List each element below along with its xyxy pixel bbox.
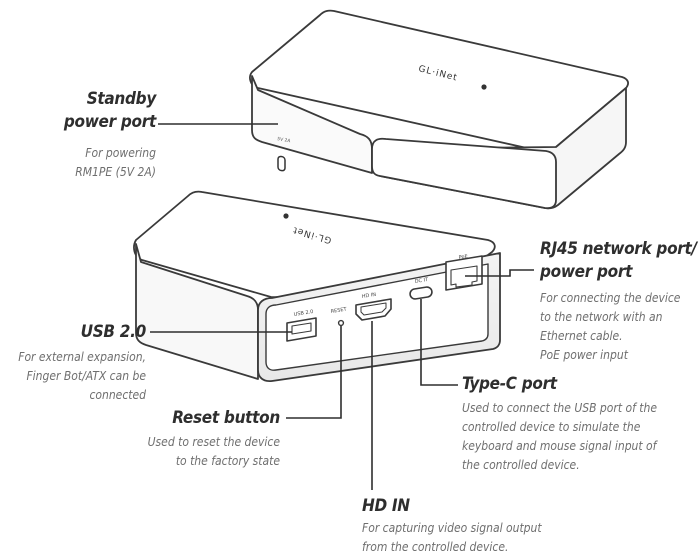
hdmi-port-label: HD IN	[361, 292, 376, 300]
usb-desc-line-1: For external expansion,	[18, 350, 146, 364]
standby-desc-line-1: For powering	[85, 146, 156, 160]
rj45-title-line-2: power port	[540, 262, 633, 282]
standby-port	[277, 155, 286, 172]
typec-desc: Used to connect the USB port of the cont…	[462, 399, 657, 475]
rj45-desc-line-4: PoE power input	[540, 348, 628, 362]
typec-desc-line-4: the controlled device.	[462, 458, 580, 472]
reset-desc-line-2: to the factory state	[175, 454, 280, 468]
hdin-title: HD IN	[362, 495, 410, 518]
typec-title-line-1: Type-C port	[462, 374, 557, 394]
rj45-desc-line-1: For connecting the device	[540, 291, 681, 305]
usb-desc-line-2: Finger Bot/ATX can be	[26, 369, 146, 383]
reset-title: Reset button	[130, 407, 280, 430]
rj45-leader	[465, 269, 534, 277]
standby-title-line-1: Standby	[86, 89, 157, 109]
bottom-device	[133, 190, 501, 383]
top-led-dot	[481, 84, 487, 90]
hdin-title-line-1: HD IN	[362, 496, 410, 516]
usb-desc-line-3: connected	[89, 388, 146, 402]
reset-desc-line-1: Used to reset the device	[147, 435, 280, 449]
reset-label: RESET	[330, 306, 348, 315]
top-port-label: 5V 2A	[277, 136, 292, 144]
reset-title-line-1: Reset button	[172, 408, 280, 428]
usb-port-label: USB 2.0	[293, 309, 314, 318]
rj45-desc-line-2: to the network with an	[540, 310, 663, 324]
usb-title-line-1: USB 2.0	[80, 322, 147, 342]
typec-leader	[420, 299, 458, 386]
reset-leader	[286, 326, 342, 419]
typec-desc-line-3: keyboard and mouse signal input of	[462, 439, 657, 453]
typec-port	[409, 286, 433, 300]
hdin-desc-line-2: from the controlled device.	[362, 540, 509, 554]
hdin-desc-line-1: For capturing video signal output	[362, 521, 542, 535]
rj45-desc: For connecting the device to the network…	[540, 289, 680, 365]
standby-title-line-2: power port	[63, 112, 156, 132]
bottom-led-dot	[283, 213, 289, 219]
rj45-title: RJ45 network port/ power port	[540, 238, 697, 284]
rj45-desc-line-3: Ethernet cable.	[540, 329, 623, 343]
standby-port-desc: For powering RM1PE (5V 2A)	[16, 144, 156, 182]
usb-desc: For external expansion, Finger Bot/ATX c…	[0, 348, 146, 405]
reset-desc: Used to reset the device to the factory …	[110, 433, 280, 471]
standby-desc-line-2: RM1PE (5V 2A)	[75, 165, 156, 179]
top-device	[249, 9, 629, 210]
rj45-port-label: PoE	[458, 254, 468, 261]
standby-port-title: Standby power port	[32, 88, 156, 134]
typec-desc-line-2: controlled device to simulate the	[462, 420, 641, 434]
rj45-title-line-1: RJ45 network port/	[540, 239, 697, 259]
typec-port-label: DC IT	[414, 277, 429, 285]
hdin-desc: For capturing video signal output from t…	[362, 519, 542, 557]
reset-hole	[337, 319, 345, 327]
leader-lines	[150, 123, 534, 490]
typec-desc-line-1: Used to connect the USB port of the	[462, 401, 658, 415]
typec-title: Type-C port	[462, 373, 557, 396]
usb-title: USB 2.0	[40, 321, 147, 344]
